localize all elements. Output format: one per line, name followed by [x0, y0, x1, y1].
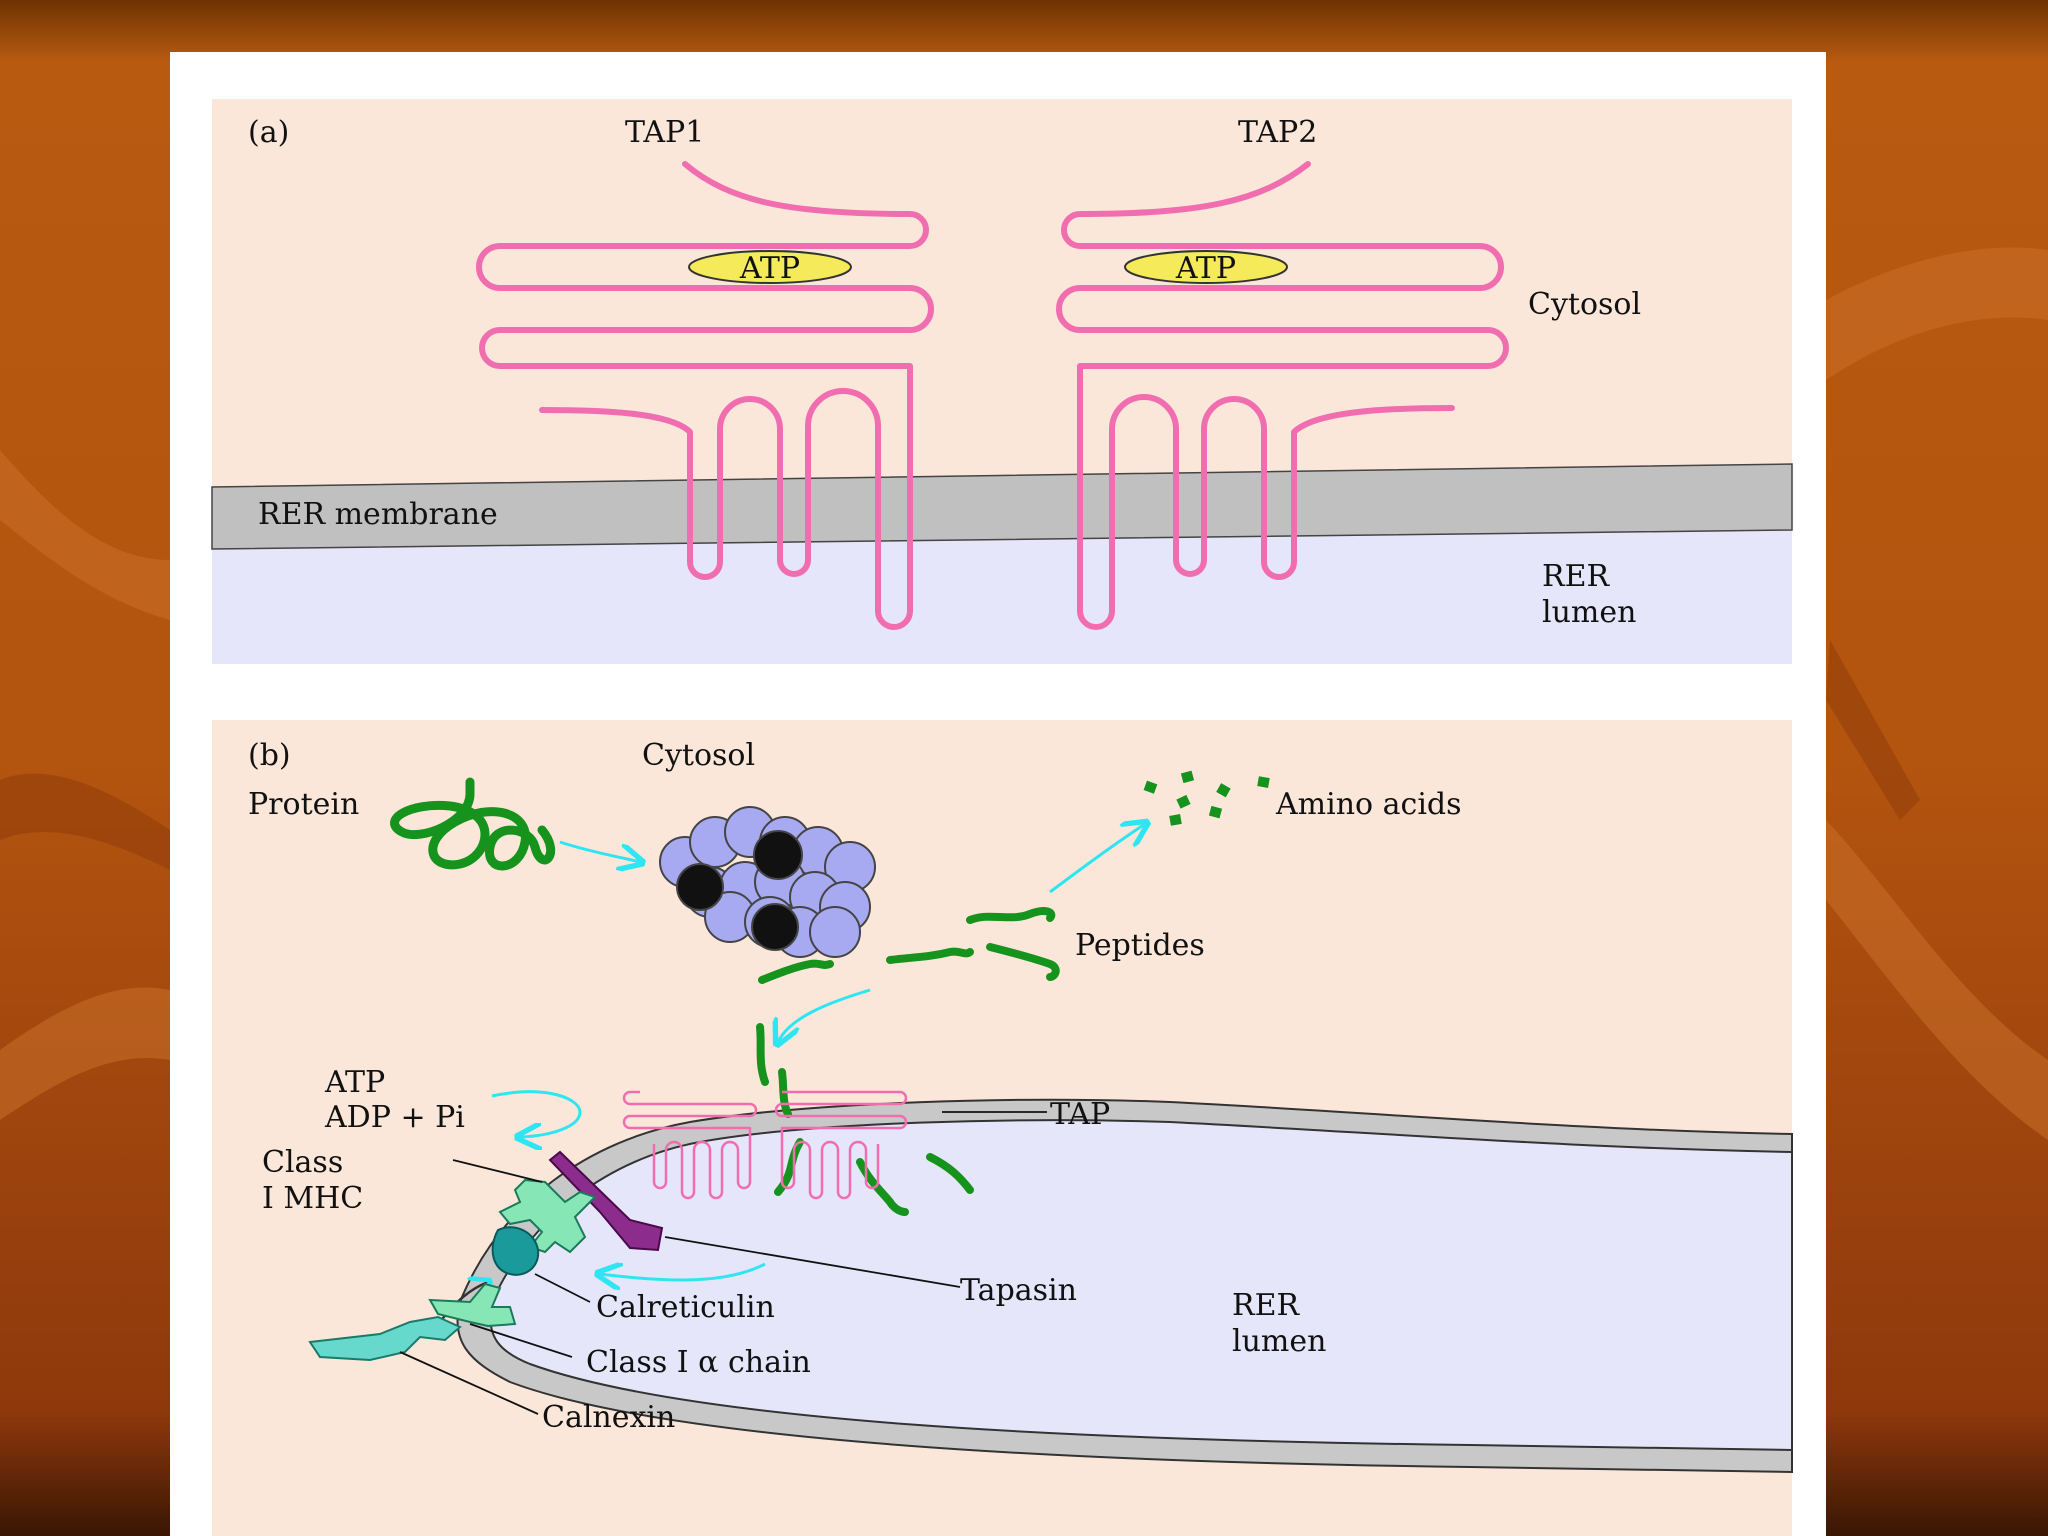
peptides-to-tap-arrow [778, 988, 871, 1042]
tap-transporter [622, 1090, 908, 1200]
panel-a-tag: (a) [248, 115, 289, 150]
class-i-alpha-chain [428, 1282, 517, 1328]
class-i-mhc-label-2: I MHC [262, 1181, 363, 1216]
class-i-mhc-label-1: Class [262, 1145, 343, 1180]
tap2-atp-oval [1124, 250, 1288, 284]
tapasin-protein [548, 1150, 664, 1252]
proteasome [659, 806, 876, 958]
atp-label: ATP [324, 1065, 385, 1100]
leader-lines [399, 1111, 1047, 1415]
calreticulin-label: Calreticulin [596, 1290, 775, 1325]
peptides [756, 907, 1060, 1216]
tap-label: TAP [1050, 1097, 1110, 1132]
protein-to-proteasome-arrow [559, 840, 640, 862]
tap1-atp-label: ATP [739, 251, 800, 286]
tap2-protein [1056, 161, 1509, 630]
amino-acid-dots [1143, 770, 1270, 826]
protein-label: Protein [248, 787, 359, 822]
atp-adp-arrow [491, 1090, 582, 1137]
panel-b-cytosol-label: Cytosol [642, 738, 755, 773]
calnexin-label: Calnexin [542, 1400, 675, 1435]
panel-a: ATP ATP (a) TAP1 TAP2 Cytosol RER membra… [211, 99, 1793, 664]
calreticulin-to-mhc-arrow [439, 1282, 488, 1323]
panel-b: (b) Cytosol Protein Amino acids Peptides… [212, 720, 1793, 1536]
peptides-to-amino-acids-arrow [1049, 824, 1145, 894]
tap1-protein [476, 161, 934, 630]
tap2-atp-label: ATP [1175, 251, 1236, 286]
peptides-label: Peptides [1075, 928, 1205, 963]
panel-a-lumen-label-1: RER [1542, 559, 1610, 594]
panel-a-cytosol-label: Cytosol [1528, 287, 1641, 322]
tap-mhc-diagram: ATP ATP (a) TAP1 TAP2 Cytosol RER membra… [211, 99, 1793, 1536]
tapasin-label: Tapasin [960, 1273, 1077, 1308]
rer-membrane-label: RER membrane [258, 497, 498, 532]
panel-a-lumen-label-2: lumen [1542, 595, 1636, 630]
tap2-label: TAP2 [1238, 115, 1317, 150]
mhc-to-tap-arrow [600, 1264, 766, 1280]
protein-coil [390, 777, 556, 871]
calnexin-protein [308, 1315, 462, 1362]
adp-pi-label: ADP + Pi [324, 1100, 465, 1135]
calreticulin-protein [491, 1226, 540, 1276]
class-i-alpha-chain-label: Class I α chain [586, 1345, 811, 1380]
panel-a-lumen [212, 530, 1792, 664]
panel-b-lumen-label-2: lumen [1232, 1324, 1326, 1359]
amino-acids-label: Amino acids [1275, 787, 1462, 822]
panel-b-tag: (b) [248, 738, 291, 773]
rer-lumen-b [489, 1119, 1793, 1452]
tap1-atp-oval [688, 250, 852, 284]
tap1-label: TAP1 [625, 115, 704, 150]
class-i-mhc [498, 1178, 597, 1254]
panel-b-lumen-label-1: RER [1232, 1288, 1300, 1323]
